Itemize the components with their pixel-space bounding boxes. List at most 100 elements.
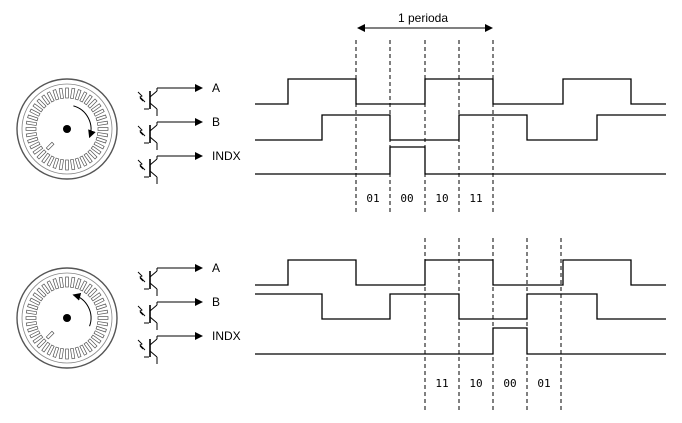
encoder-slot bbox=[96, 309, 109, 315]
encoder-slot bbox=[70, 347, 76, 360]
encoder-slot bbox=[25, 127, 37, 131]
encoder-slot bbox=[27, 303, 39, 311]
encoder-slot bbox=[87, 149, 98, 160]
encoder-slot bbox=[65, 276, 69, 288]
encoder-slot bbox=[96, 132, 109, 138]
bottom-label-b: B bbox=[212, 295, 220, 309]
period-indicator: 1 perioda bbox=[357, 11, 493, 32]
encoder-slot bbox=[83, 152, 93, 164]
encoder-slot bbox=[41, 152, 51, 164]
bottom-code: 01 bbox=[537, 377, 550, 390]
bottom-dashed-lines bbox=[424, 238, 562, 412]
encoder-slot bbox=[36, 98, 47, 109]
encoder-slot bbox=[74, 278, 82, 290]
encoder-slot bbox=[32, 103, 44, 113]
top-code: 10 bbox=[435, 192, 448, 205]
encoder-slot bbox=[97, 316, 109, 320]
top-transistor-b bbox=[137, 118, 203, 150]
encoder-slot bbox=[27, 325, 39, 333]
encoder-slot bbox=[65, 159, 69, 171]
top-waveforms bbox=[255, 78, 666, 175]
encoder-slot bbox=[90, 145, 102, 155]
encoder-slot bbox=[25, 309, 38, 315]
top-codes: 01 00 10 11 bbox=[366, 192, 482, 205]
encoder-slot bbox=[36, 287, 47, 298]
encoder-slot bbox=[96, 120, 109, 126]
encoder-slot bbox=[52, 157, 60, 169]
bottom-waveform-a bbox=[255, 259, 666, 286]
encoder-slot bbox=[32, 334, 44, 344]
encoder-slot bbox=[32, 145, 44, 155]
encoder-slot bbox=[36, 149, 47, 160]
encoder-slot bbox=[95, 325, 107, 333]
encoder-slot bbox=[32, 292, 44, 302]
encoder-slot bbox=[29, 297, 41, 306]
encoder-slot bbox=[93, 141, 105, 150]
bottom-codes: 11 10 00 01 bbox=[435, 377, 550, 390]
bottom-waveform-b bbox=[255, 293, 666, 320]
encoder-slot bbox=[83, 283, 93, 295]
encoder-slot bbox=[79, 280, 88, 292]
encoder-slot bbox=[25, 321, 38, 327]
encoder-slot bbox=[70, 276, 76, 289]
encoder-slot bbox=[83, 341, 93, 353]
encoder-slot bbox=[65, 87, 69, 99]
top-waveform-a bbox=[255, 78, 666, 105]
rotation-arrow-icon bbox=[72, 292, 92, 327]
encoder-slot bbox=[83, 94, 93, 106]
top-label-a: A bbox=[212, 81, 220, 95]
encoder-slot bbox=[90, 334, 102, 344]
top-channel-outputs: A B INDX bbox=[137, 81, 241, 184]
top-waveform-b bbox=[255, 114, 666, 141]
top-dashed-lines bbox=[355, 40, 494, 215]
top-code: 01 bbox=[366, 192, 379, 205]
encoder-slot bbox=[46, 280, 55, 292]
encoder-slot bbox=[87, 338, 98, 349]
bottom-waveforms bbox=[255, 259, 666, 355]
encoder-slot bbox=[90, 292, 102, 302]
top-transistor-a bbox=[137, 84, 203, 116]
encoder-slot bbox=[27, 136, 39, 144]
encoder-slot bbox=[46, 344, 55, 356]
encoder-slot bbox=[95, 114, 107, 122]
encoder-slot bbox=[58, 87, 64, 100]
encoder-slot bbox=[41, 341, 51, 353]
bottom-label-a: A bbox=[212, 261, 220, 275]
encoder-slot bbox=[58, 347, 64, 360]
encoder-inner-ring bbox=[21, 83, 113, 175]
encoder-slot bbox=[79, 344, 88, 356]
bottom-waveform-indx bbox=[255, 327, 666, 355]
bottom-transistor-b bbox=[137, 298, 203, 330]
encoder-index-slot bbox=[45, 141, 55, 151]
encoder-index-slot bbox=[45, 330, 55, 340]
bottom-channel-outputs: A B INDX bbox=[137, 261, 241, 364]
encoder-slot bbox=[29, 330, 41, 339]
encoder-slot bbox=[74, 157, 82, 169]
encoder-slot bbox=[79, 91, 88, 103]
encoder-slot bbox=[70, 158, 76, 171]
encoder-slot bbox=[74, 346, 82, 358]
rotation-arrow-icon bbox=[73, 105, 96, 139]
bottom-label-indx: INDX bbox=[212, 329, 241, 343]
encoder-slot bbox=[96, 321, 109, 327]
top-label-indx: INDX bbox=[212, 149, 241, 163]
encoder-slot bbox=[93, 297, 105, 306]
bottom-code: 11 bbox=[435, 377, 448, 390]
encoder-slot bbox=[52, 89, 60, 101]
encoder-slot bbox=[25, 132, 38, 138]
encoder-slot bbox=[93, 108, 105, 117]
top-code: 11 bbox=[469, 192, 482, 205]
top-code: 00 bbox=[400, 192, 413, 205]
encoder-hub bbox=[63, 314, 71, 322]
encoder-slot bbox=[95, 136, 107, 144]
encoder-slot bbox=[58, 158, 64, 171]
bottom-code: 10 bbox=[469, 377, 482, 390]
encoder-slot bbox=[25, 316, 37, 320]
encoder-slot bbox=[87, 98, 98, 109]
encoder-slot bbox=[41, 94, 51, 106]
encoder-slot bbox=[90, 103, 102, 113]
bottom-transistor-a bbox=[137, 264, 203, 296]
encoder-slot bbox=[29, 108, 41, 117]
